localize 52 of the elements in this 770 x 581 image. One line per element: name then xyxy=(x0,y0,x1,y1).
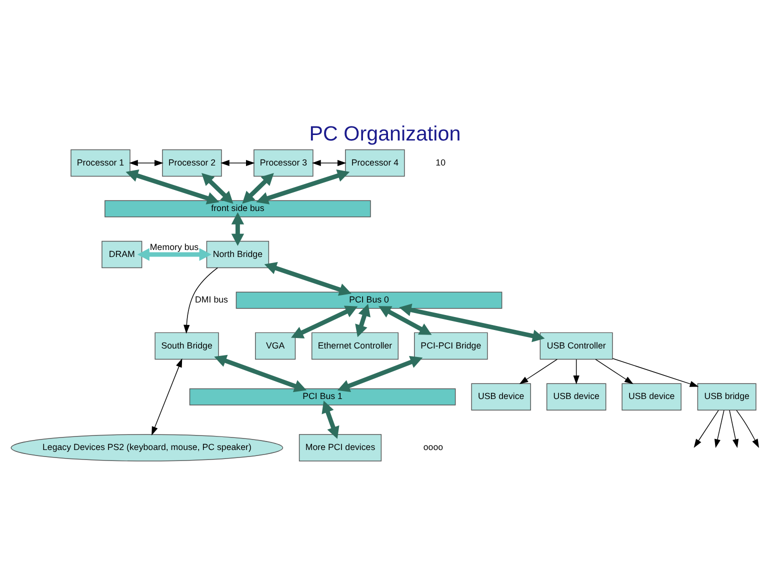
arrow xyxy=(202,172,234,204)
arrow xyxy=(612,358,699,386)
node-box: South Bridge xyxy=(154,332,219,360)
node-box: North Bridge xyxy=(206,240,270,268)
arrow xyxy=(355,303,370,337)
node-box: Processor 3 xyxy=(254,148,314,176)
arrow xyxy=(184,266,218,334)
arrow xyxy=(312,159,346,166)
node-box: USB device xyxy=(622,382,682,410)
arrow xyxy=(137,248,212,260)
node-box: PCI-PCI Bridge xyxy=(414,332,488,360)
label: oooo xyxy=(423,442,444,452)
arrow xyxy=(519,358,558,384)
arrow xyxy=(214,354,307,392)
arrow xyxy=(242,172,274,204)
arrow xyxy=(399,303,545,342)
arrow xyxy=(714,409,724,448)
arrow xyxy=(322,400,340,438)
node-box: Processor 2 xyxy=(162,148,222,176)
arrow xyxy=(264,262,352,296)
node-box: USB Controller xyxy=(540,332,613,360)
node-box: PCI Bus 0 xyxy=(236,291,502,308)
arrow xyxy=(729,409,739,448)
label: 10 xyxy=(436,156,446,167)
arrow xyxy=(378,306,432,334)
arrow xyxy=(126,169,220,204)
arrow xyxy=(291,305,358,338)
arrow xyxy=(694,409,719,448)
arrow xyxy=(736,409,760,448)
node-box: Processor 4 xyxy=(345,148,405,176)
arrow xyxy=(595,358,634,384)
arrow xyxy=(152,358,182,435)
diagram-title: PC Organization xyxy=(309,122,461,145)
node-box: PCI Bus 1 xyxy=(189,388,456,405)
arrow xyxy=(231,212,244,246)
arrow xyxy=(573,358,580,384)
edge-label: Memory bus xyxy=(150,241,199,252)
node-ellipse: Legacy Devices PS2 (keyboard, mouse, PC speaker) xyxy=(10,434,284,461)
edge-label: DMI bus xyxy=(195,294,228,304)
arrow xyxy=(129,159,164,166)
node-box: USB device xyxy=(471,382,531,410)
arrow xyxy=(256,169,350,204)
node-box: Processor 1 xyxy=(70,148,130,176)
node-box: Ethernet Controller xyxy=(311,332,399,360)
node-box: USB bridge xyxy=(697,382,756,410)
node-box: front side bus xyxy=(104,200,371,217)
node-box: DRAM xyxy=(102,240,142,268)
node-box: More PCI devices xyxy=(298,434,382,461)
node-box: USB device xyxy=(546,382,606,410)
node-box: VGA xyxy=(255,332,296,360)
arrow xyxy=(220,159,255,166)
arrow xyxy=(337,356,423,392)
